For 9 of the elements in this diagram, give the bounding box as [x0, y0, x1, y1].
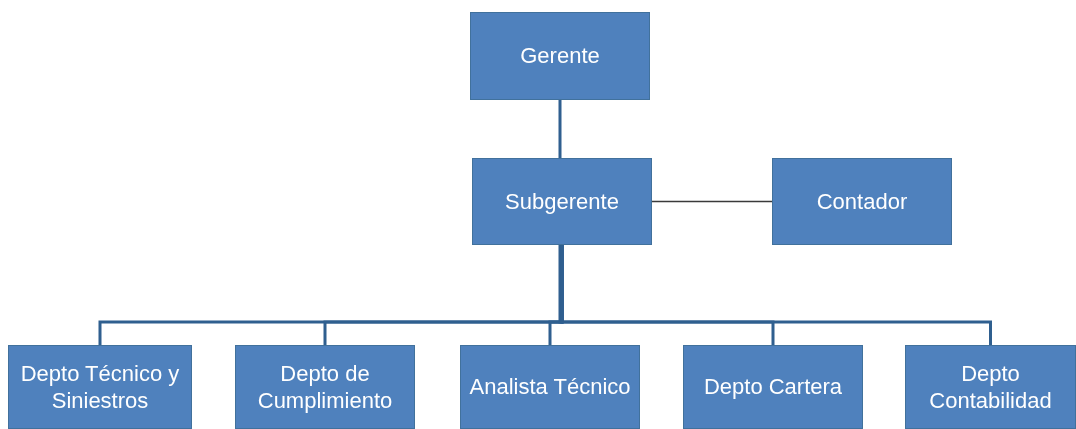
org-box: Depto Técnico y Siniestros	[8, 345, 192, 429]
org-box: Gerente	[470, 12, 650, 100]
org-box: Subgerente	[472, 158, 652, 245]
connector-line	[651, 200, 773, 203]
org-box: Analista Técnico	[460, 345, 640, 429]
org-box: Contador	[772, 158, 952, 245]
org-box: Depto de Cumplimiento	[235, 345, 415, 429]
org-box: Depto Contabilidad	[905, 345, 1076, 429]
org-box: Depto Cartera	[683, 345, 863, 429]
